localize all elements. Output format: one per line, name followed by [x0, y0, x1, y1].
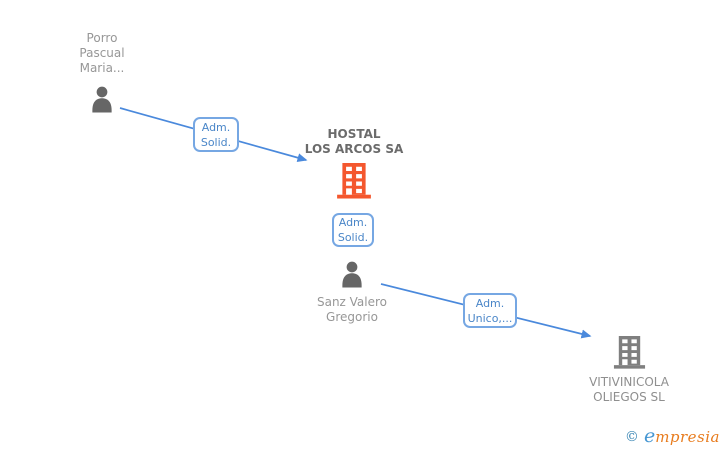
edge-label-adm-solid-1[interactable]: Adm. Solid. [193, 117, 239, 152]
edge-label-adm-solid-2[interactable]: Adm. Solid. [332, 213, 374, 247]
edge-label-adm-unico[interactable]: Adm. Unico,... [463, 293, 517, 328]
building-icon [335, 162, 373, 200]
brand-logo-initial: e [643, 425, 656, 447]
node-company-vitivinicola-oliegos[interactable]: VITIVINICOLA OLIEGOS SL [563, 335, 695, 405]
company-name-label: VITIVINICOLA OLIEGOS SL [589, 375, 669, 404]
node-person-porro-pascual[interactable]: Porro Pascual Maria... [36, 31, 168, 115]
building-icon [612, 335, 647, 370]
company-name-label: HOSTAL LOS ARCOS SA [304, 127, 404, 156]
brand-logo-text: mpresia [655, 428, 720, 446]
person-icon [87, 85, 117, 115]
empresia-watermark: © empresia [625, 425, 720, 447]
copyright-symbol: © [624, 429, 639, 445]
node-person-sanz-valero[interactable]: Sanz Valero Gregorio [286, 260, 418, 325]
person-icon [337, 260, 367, 290]
person-name-label: Sanz Valero Gregorio [316, 295, 388, 324]
person-name-label: Porro Pascual Maria... [79, 31, 125, 75]
node-company-hostal-los-arcos[interactable]: HOSTAL LOS ARCOS SA [288, 127, 420, 200]
